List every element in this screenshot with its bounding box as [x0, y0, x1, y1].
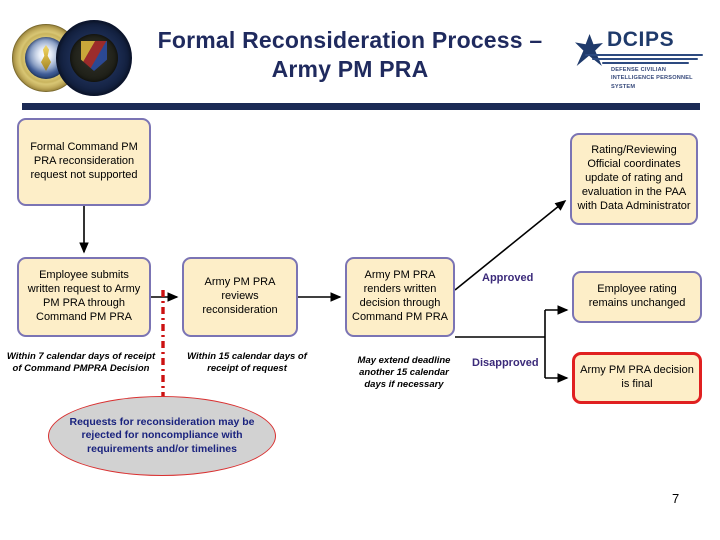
agency-seals — [10, 18, 132, 96]
decision-label-disapproved: Disapproved — [472, 357, 539, 369]
defense-intelligence-agency-seal-icon — [56, 20, 132, 96]
note-ellipse-noncompliance: Requests for reconsideration may be reje… — [48, 396, 276, 476]
flow-box-rating-official-coordinates: Rating/Reviewing Official coordinates up… — [570, 133, 698, 225]
flow-box-rating-unchanged: Employee rating remains unchanged — [572, 271, 702, 323]
flow-box-employee-submits: Employee submits written request to Army… — [17, 257, 151, 337]
swoosh-icon — [585, 54, 703, 65]
caption-within-7-days: Within 7 calendar days of receipt of Com… — [6, 351, 156, 375]
flow-box-decision-final: Army PM PRA decision is final — [572, 352, 702, 404]
dcips-subtitle: DEFENSE CIVILIAN INTELLIGENCE PERSONNEL … — [611, 67, 693, 90]
header-divider — [22, 103, 700, 110]
decision-label-approved: Approved — [482, 272, 534, 284]
caption-may-extend-deadline: May extend deadline another 15 calendar … — [357, 355, 451, 391]
dcips-logo: DCIPS DEFENSE CIVILIAN INTELLIGENCE PERS… — [575, 28, 705, 90]
flow-box-pra-reviews: Army PM PRA reviews reconsideration — [182, 257, 298, 337]
flow-box-pra-renders-decision: Army PM PRA renders written decision thr… — [345, 257, 455, 337]
page-title: Formal Reconsideration Process – Army PM… — [157, 27, 543, 83]
dcips-wordmark: DCIPS — [607, 28, 675, 51]
page-number: 7 — [672, 491, 680, 506]
flow-box-request-not-supported: Formal Command PM PRA reconsideration re… — [17, 118, 151, 206]
caption-within-15-days: Within 15 calendar days of receipt of re… — [187, 351, 307, 375]
